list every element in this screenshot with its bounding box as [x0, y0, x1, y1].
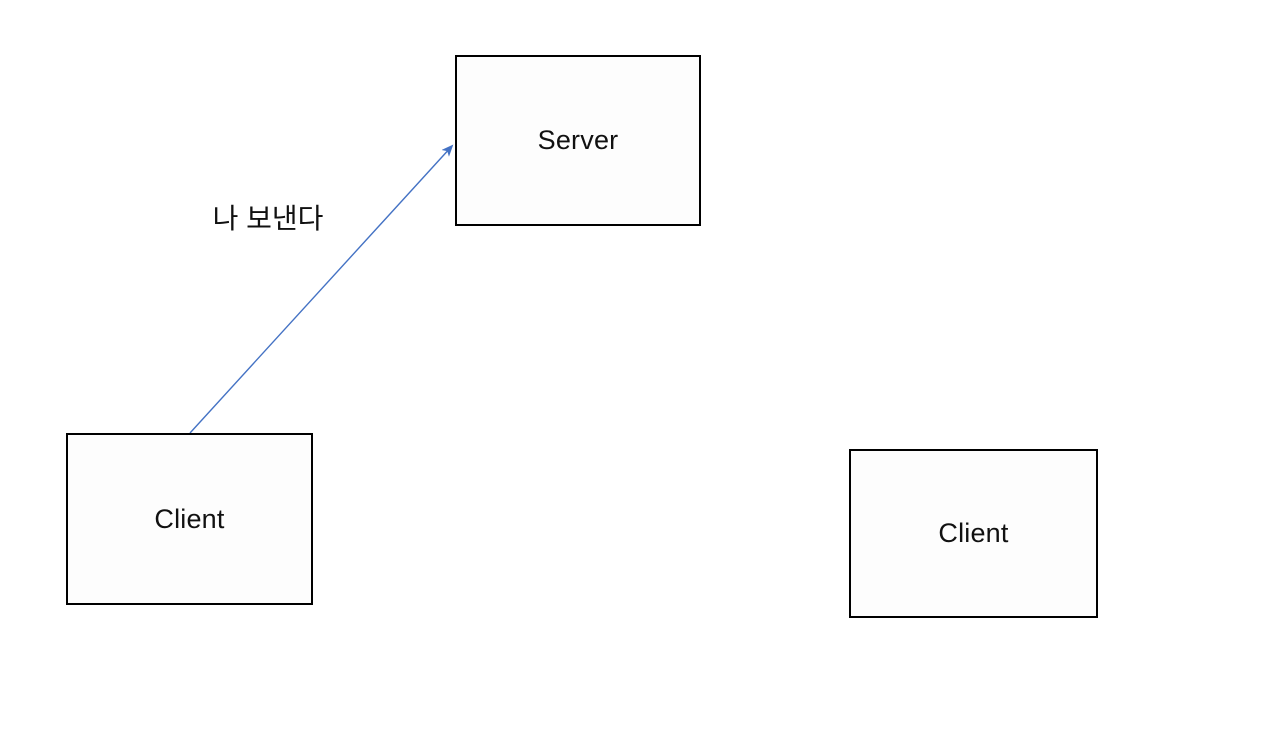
node-server-label: Server — [537, 125, 619, 155]
node-client-left[interactable]: Client — [66, 433, 313, 605]
node-client-left-label: Client — [154, 503, 225, 534]
client-to-server-arrow[interactable] — [189, 144, 454, 434]
edge-label: 나 보낸다 — [212, 203, 324, 234]
node-client-right-label: Client — [938, 518, 1009, 548]
node-client-right[interactable]: Client — [849, 449, 1098, 618]
node-server[interactable]: Server — [455, 55, 701, 226]
